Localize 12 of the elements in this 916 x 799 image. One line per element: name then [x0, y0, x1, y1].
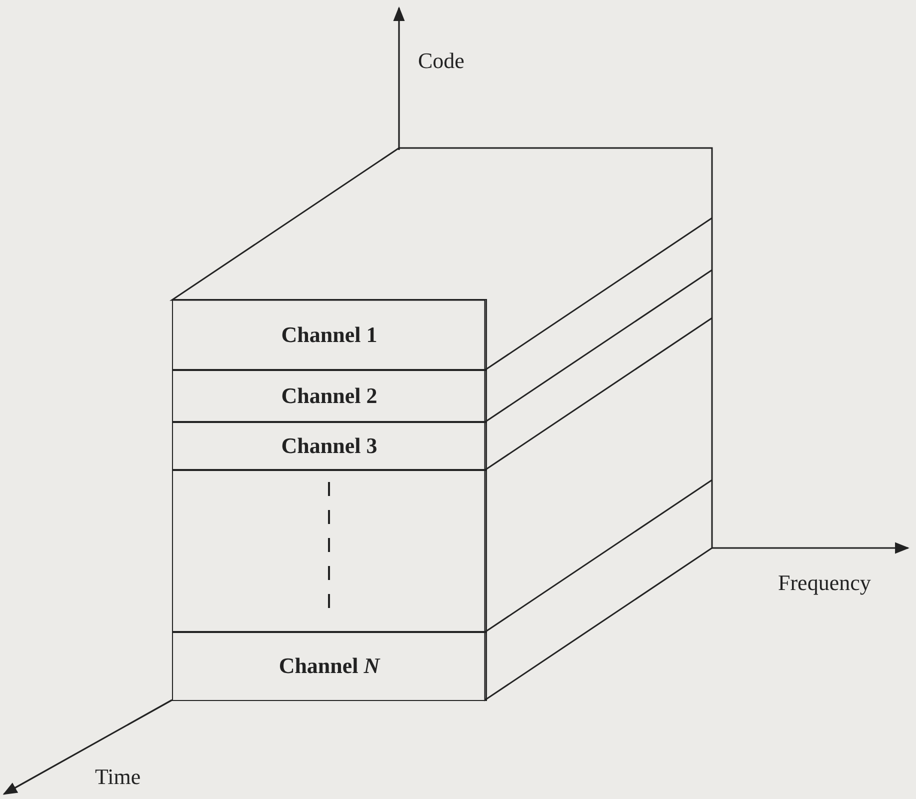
- axis-label: Code: [418, 48, 464, 74]
- axis-label: Time: [95, 764, 141, 790]
- axis-label: Frequency: [778, 570, 871, 596]
- channel-slab: [172, 369, 486, 423]
- channel-label: Channel 3: [281, 433, 378, 459]
- channel-slab: [172, 421, 486, 471]
- channel-slab: [172, 299, 486, 371]
- channel-slab: [172, 631, 486, 701]
- channel-slab: [172, 469, 486, 633]
- channel-label: Channel 1: [281, 322, 378, 348]
- channel-label: Channel 2: [281, 383, 378, 409]
- channel-label: Channel N: [278, 653, 380, 679]
